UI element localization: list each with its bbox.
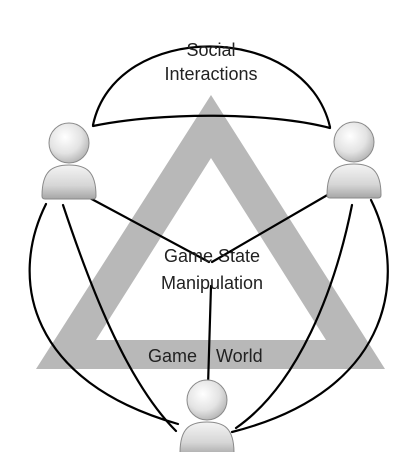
user-icon <box>326 121 382 199</box>
right-inner-arc <box>234 203 354 430</box>
game-state-label-line1: Game State <box>164 246 260 266</box>
social-interactions-label-line1: Social <box>186 40 235 60</box>
left-inner-arc <box>61 203 178 433</box>
right-outer-arc <box>230 198 389 434</box>
user-icon <box>41 122 97 200</box>
social-interactions-label-line2: Interactions <box>164 64 257 84</box>
game-world-label-word1: Game <box>148 346 197 366</box>
left-outer-arc <box>28 202 180 426</box>
right-to-center-line <box>210 188 338 264</box>
center-to-bottom-line <box>206 284 213 388</box>
social-arc <box>91 45 332 129</box>
left-to-center-line <box>84 194 211 264</box>
game-state-label-line2: Manipulation <box>161 273 263 293</box>
game-world-triangle <box>36 95 385 369</box>
user-icon <box>179 379 235 457</box>
game-world-label-word2: World <box>216 346 263 366</box>
top-link-line <box>91 114 332 130</box>
